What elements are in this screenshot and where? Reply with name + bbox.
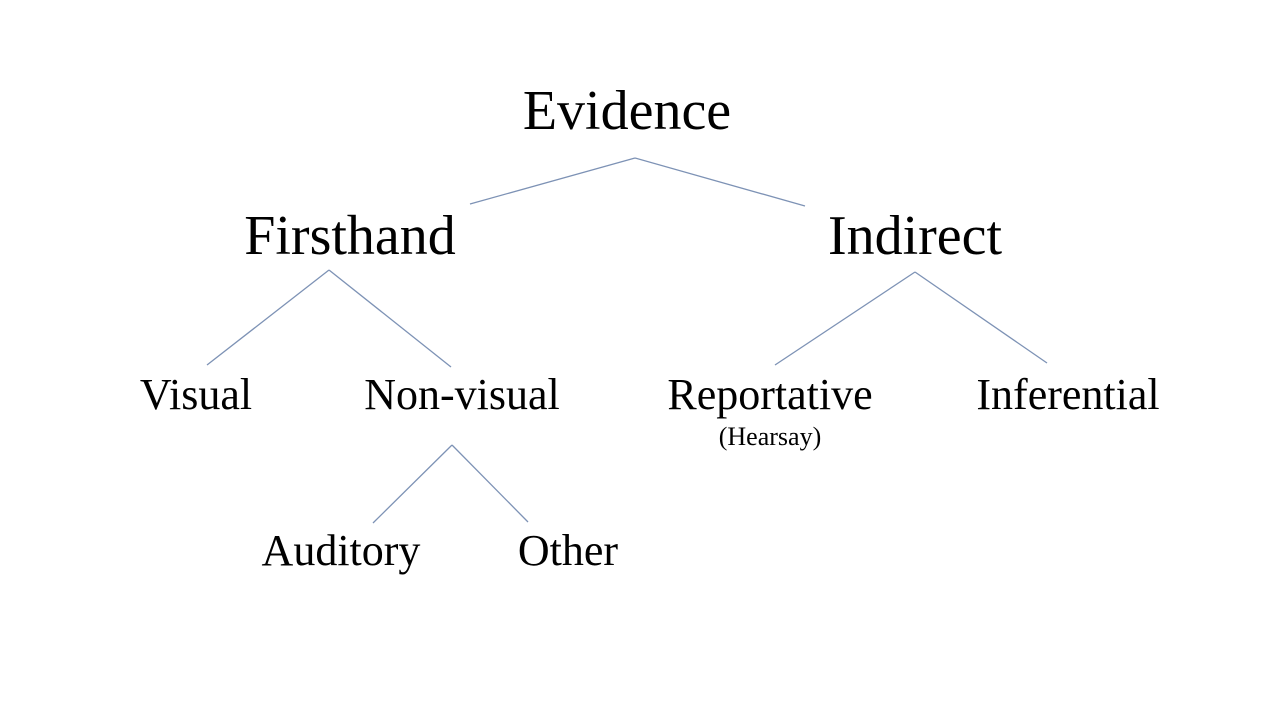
- connector-nonvisual-auditory: [372, 444, 453, 524]
- connector-indirect-reportative: [774, 271, 916, 366]
- node-visual: Visual: [139, 370, 253, 419]
- node-firsthand: Firsthand: [244, 205, 456, 267]
- node-reportative-sublabel: (Hearsay): [718, 422, 822, 451]
- node-auditory: Auditory: [261, 526, 421, 575]
- connector-nonvisual-other: [451, 444, 529, 523]
- node-reportative: Reportative: [667, 370, 873, 419]
- node-indirect: Indirect: [827, 205, 1003, 267]
- node-evidence: Evidence: [522, 80, 732, 142]
- node-other: Other: [517, 526, 619, 575]
- node-inferential: Inferential: [976, 370, 1160, 419]
- connector-firsthand-visual: [206, 269, 330, 366]
- connector-indirect-inferential: [914, 271, 1048, 364]
- connector-evidence-firsthand: [469, 157, 636, 205]
- connector-evidence-indirect: [634, 157, 806, 207]
- connector-firsthand-nonvisual: [328, 269, 452, 368]
- node-non-visual: Non-visual: [364, 370, 560, 419]
